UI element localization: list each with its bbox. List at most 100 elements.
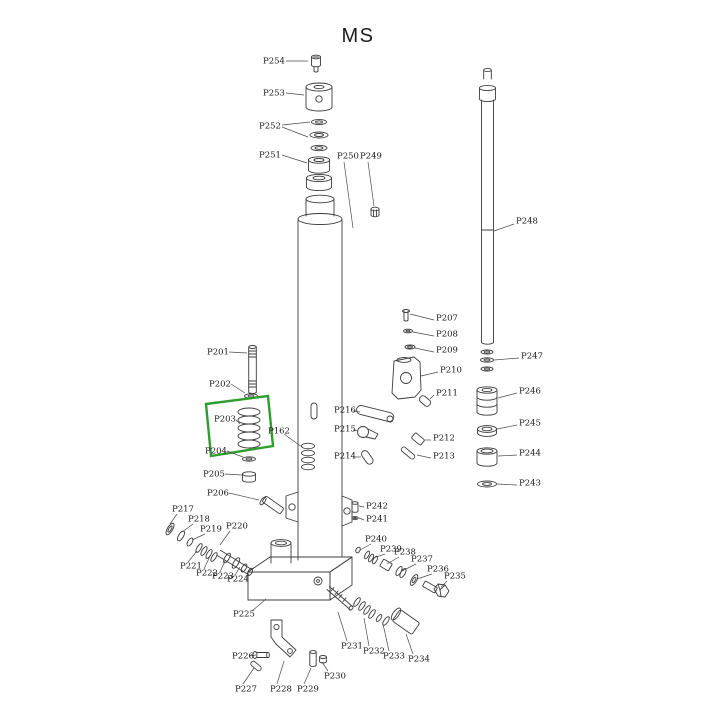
part-label-p221: P221 <box>180 562 202 572</box>
leader-line-p207 <box>409 313 435 321</box>
part-label-p250: P250 <box>337 152 359 162</box>
part-p213-pin <box>400 446 416 460</box>
leader-line-p223 <box>219 560 226 573</box>
leader-line-p221 <box>187 550 198 563</box>
part-p249-nut <box>370 206 380 218</box>
part-p242-screw <box>351 501 359 513</box>
part-label-p203: P203 <box>214 415 236 425</box>
leader-line-p231 <box>337 611 348 642</box>
leader-line-p241 <box>358 517 365 521</box>
part-p230-nut <box>319 655 327 664</box>
leader-line-p219 <box>191 533 206 541</box>
part-label-p236: P236 <box>427 565 449 575</box>
part-p227-pin <box>250 660 262 672</box>
leader-line-p224 <box>234 566 241 576</box>
part-p216-lever <box>356 405 395 423</box>
leader-line-p248 <box>493 223 515 232</box>
part-label-p210: P210 <box>440 366 462 376</box>
main-cylinder <box>285 194 353 561</box>
highlight-box <box>204 394 275 458</box>
leader-line-p209 <box>414 347 435 353</box>
part-label-p242: P242 <box>366 502 388 512</box>
part-label-p239: P239 <box>380 545 402 555</box>
part-p252-rings <box>309 118 329 152</box>
leader-line-p229 <box>303 667 312 685</box>
diagram-shapes <box>165 54 498 672</box>
leader-line-p201 <box>228 351 248 354</box>
part-label-p206: P206 <box>207 489 229 499</box>
leader-line-p239 <box>372 553 386 559</box>
part-p229-screw <box>309 650 317 667</box>
leader-line-p216 <box>352 410 361 413</box>
part-p254-screw <box>311 54 321 73</box>
leader-line-p203 <box>235 419 241 425</box>
leader-line-p205 <box>224 473 243 476</box>
leader-line-p230 <box>321 661 329 672</box>
part-label-p252: P252 <box>259 122 281 132</box>
part-label-p232: P232 <box>363 647 385 657</box>
part-label-p251: P251 <box>259 151 281 161</box>
leader-line-p233 <box>382 623 390 652</box>
leader-line-p217 <box>169 513 178 525</box>
part-label-p220: P220 <box>226 522 248 532</box>
leader-line-p213 <box>416 454 432 459</box>
part-p207-screw <box>402 309 410 322</box>
part-label-p245: P245 <box>519 419 541 429</box>
part-p243-washer <box>477 480 497 488</box>
leader-line-p235 <box>440 580 448 588</box>
leader-line-p247 <box>493 357 520 361</box>
part-label-p214: P214 <box>334 452 356 462</box>
release-valve-lower-parts <box>326 586 420 635</box>
part-label-p235: P235 <box>444 572 466 582</box>
leader-line-p211 <box>429 394 435 400</box>
leader-line-p252 <box>281 121 311 126</box>
leader-line-p202 <box>230 383 246 394</box>
part-label-p205: P205 <box>203 470 225 480</box>
part-p246-piston <box>476 386 498 416</box>
leader-line-p249 <box>367 161 375 207</box>
part-label-p225: P225 <box>233 610 255 620</box>
part-p209-washer <box>404 344 416 350</box>
part-label-p244: P244 <box>519 449 541 459</box>
part-p248-rod <box>479 67 496 345</box>
leader-line-p250 <box>343 161 354 229</box>
part-label-p204: P204 <box>205 447 227 457</box>
leader-line-p243 <box>496 483 518 486</box>
part-label-p229: P229 <box>297 685 319 695</box>
part-label-p253: P253 <box>263 89 285 99</box>
part-label-p240: P240 <box>365 535 387 545</box>
part-p203-spring <box>237 407 261 449</box>
leader-line-p244 <box>497 454 518 457</box>
leader-line-p204 <box>226 450 244 458</box>
leader-line-p234 <box>405 633 414 655</box>
part-p212-pin <box>411 432 425 446</box>
leader-line-p226 <box>249 654 257 657</box>
part-label-p224: P224 <box>227 575 249 585</box>
part-p245-oring <box>477 425 497 437</box>
part-p253-cap <box>305 82 333 112</box>
part-label-p249: P249 <box>360 152 382 162</box>
part-p215-cam <box>357 426 379 440</box>
part-label-p208: P208 <box>436 330 458 340</box>
part-label-p209: P209 <box>436 346 458 356</box>
leader-line-p225 <box>251 598 267 612</box>
leader-line-p245 <box>496 424 518 430</box>
part-label-p237: P237 <box>411 555 433 565</box>
part-label-p227: P227 <box>235 685 257 695</box>
leader-line-p238 <box>386 556 400 565</box>
leader-line-p232 <box>363 617 370 647</box>
part-label-p216: P216 <box>334 406 356 416</box>
leader-line-p240 <box>359 543 372 551</box>
leader-line-p246 <box>497 392 518 399</box>
part-p247-washers <box>480 349 494 372</box>
leader-line-p162 <box>283 433 303 448</box>
part-label-p213: P213 <box>433 452 455 462</box>
part-label-p223: P223 <box>212 572 234 582</box>
part-p211-pin <box>418 395 432 407</box>
leader-line-p252 <box>281 126 309 138</box>
part-label-p248: P248 <box>516 217 538 227</box>
part-label-p218: P218 <box>188 515 210 525</box>
part-label-p247: P247 <box>521 352 543 362</box>
part-label-p226: P226 <box>232 652 254 662</box>
